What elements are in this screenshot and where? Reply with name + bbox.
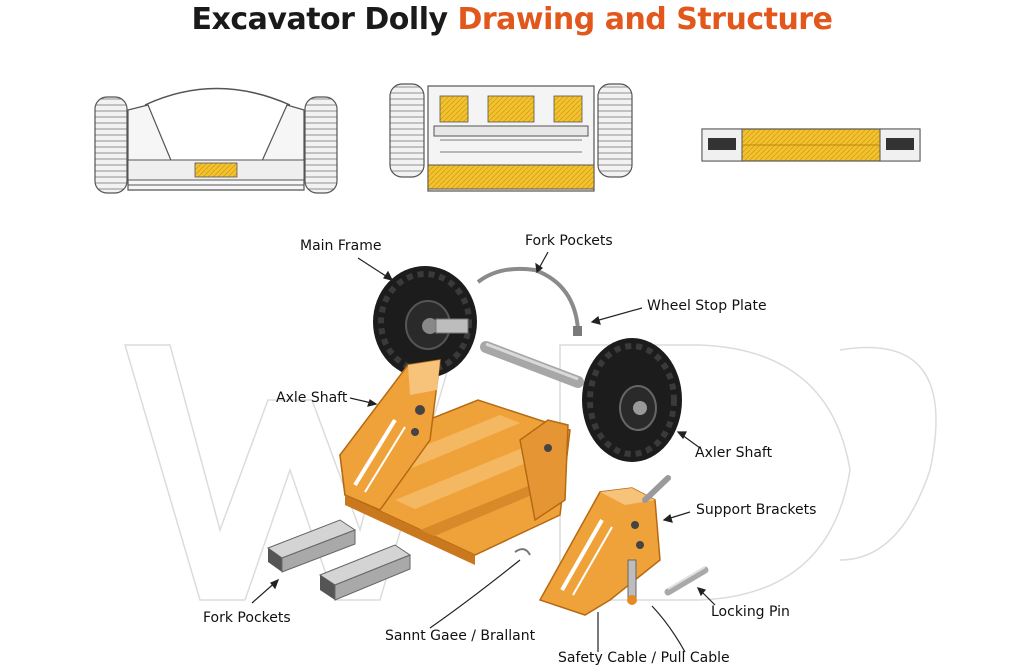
label-support-brackets: Support Brackets — [696, 502, 817, 518]
label-sannt-gaee: Sannt Gaee / Brallant — [385, 628, 536, 644]
label-fork-pockets-bottom: Fork Pockets — [203, 610, 291, 626]
small-clip — [514, 548, 531, 556]
locking-pin — [664, 566, 709, 596]
title-part-1: Excavator Dolly — [191, 2, 449, 37]
fork-pocket-tube-1 — [266, 519, 357, 573]
label-locking-pin: Locking Pin — [711, 604, 790, 620]
label-axle-shaft: Axle Shaft — [276, 390, 348, 406]
wheel-right — [582, 338, 682, 462]
label-main-frame: Main Frame — [300, 238, 382, 254]
axle-shaft — [480, 341, 584, 388]
sketch-front-view — [94, 87, 338, 194]
sketch-top-view — [389, 83, 633, 192]
leader-lines — [251, 251, 716, 653]
fork-pocket-tube-2 — [318, 544, 412, 601]
label-safety-cable: Safety Cable / Pull Cable — [558, 650, 730, 666]
title-part-2: Drawing and Structure — [457, 2, 833, 37]
safety-cable — [476, 266, 582, 336]
label-axler-shaft: Axler Shaft — [695, 445, 773, 461]
sketch-side-view — [701, 128, 921, 162]
wheel-left-upper — [373, 266, 477, 378]
small-pin-top — [642, 475, 671, 503]
support-bracket — [538, 487, 661, 616]
label-wheel-stop-plate: Wheel Stop Plate — [647, 298, 767, 314]
page-title: Excavator Dolly Drawing and Structure — [0, 2, 1024, 37]
main-frame — [339, 359, 571, 565]
label-fork-pockets-top: Fork Pockets — [525, 233, 613, 249]
